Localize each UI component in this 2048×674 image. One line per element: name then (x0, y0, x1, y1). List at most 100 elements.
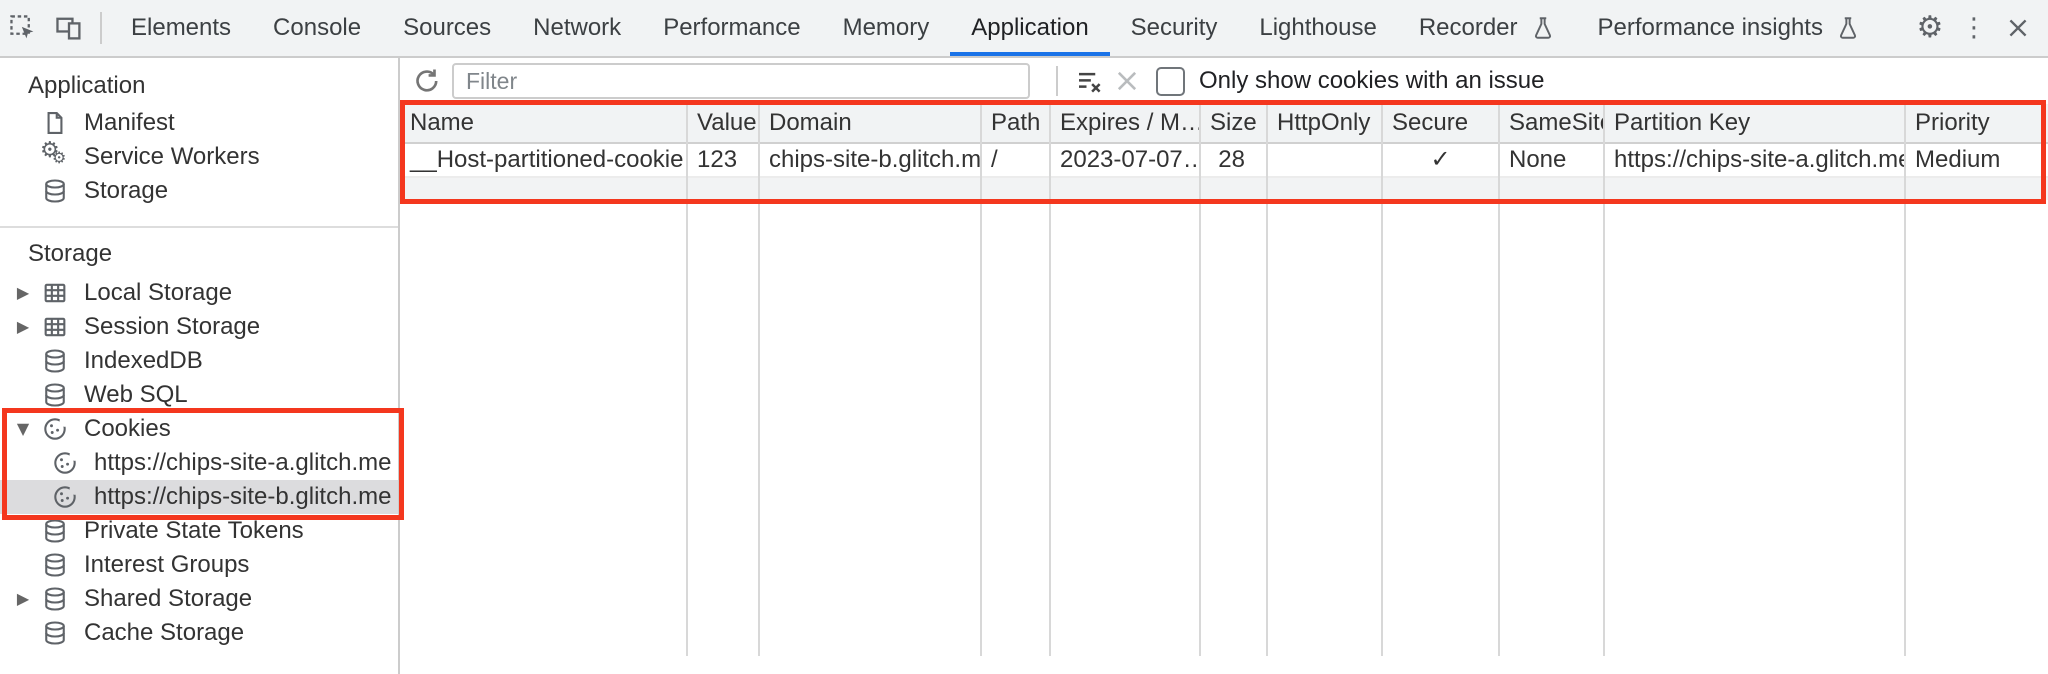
tabbar-separator (100, 12, 102, 44)
tab-console[interactable]: Console (252, 0, 382, 56)
device-toolbar-button[interactable] (46, 0, 92, 56)
settings-button[interactable]: ⚙ (1908, 13, 1952, 43)
only-issue-checkbox[interactable] (1156, 66, 1185, 96)
clear-all-cookies-button[interactable] (1070, 62, 1108, 100)
column-header-name[interactable]: Name (410, 109, 475, 136)
tab-application[interactable]: Application (950, 0, 1111, 56)
column-header-domain[interactable]: Domain (769, 109, 852, 136)
column-separator[interactable] (1904, 104, 1906, 656)
tab-recorder[interactable]: Recorder (1398, 0, 1577, 56)
experiment-flask-icon (1530, 15, 1556, 41)
expander-right-icon[interactable]: ▶ (16, 589, 30, 608)
inspect-cursor-icon (8, 13, 38, 43)
sidebar-item-label: Private State Tokens (84, 517, 304, 544)
cookie-cell-expires-m: 2023-07-07… (1060, 146, 1200, 173)
sidebar-item-label: Storage (84, 177, 169, 204)
sidebar-item-private-state-tokens[interactable]: Private State Tokens (0, 514, 398, 548)
delete-selected-button[interactable] (1108, 62, 1146, 100)
sidebar-item-cookies[interactable]: ▼Cookies (0, 412, 398, 446)
sidebar-item-service-workers[interactable]: ⚙⚙Service Workers (0, 138, 398, 174)
expander-right-icon[interactable]: ▶ (16, 283, 30, 302)
sidebar-item-storage[interactable]: Storage (0, 174, 398, 208)
column-separator[interactable] (980, 104, 982, 656)
delete-x-icon (1113, 67, 1141, 95)
database-icon (40, 584, 70, 614)
database-icon (40, 618, 70, 648)
cookies-panel: Only show cookies with an issue NameValu… (400, 58, 2048, 674)
column-separator[interactable] (758, 104, 760, 656)
sidebar-item-label: Local Storage (84, 279, 233, 306)
sidebar-section-divider (0, 226, 398, 228)
tab-performance[interactable]: Performance (642, 0, 821, 56)
sidebar-item-cache-storage[interactable]: Cache Storage (0, 616, 398, 650)
cookie-cell-secure: ✓ (1430, 146, 1451, 173)
sidebar-item-https-chips-site-b-glitch-me[interactable]: https://chips-site-b.glitch.me (0, 480, 398, 514)
close-devtools-button[interactable] (1996, 15, 2040, 41)
tab-label: Performance (663, 14, 801, 41)
column-header-size[interactable]: Size (1210, 109, 1257, 136)
tab-lighthouse[interactable]: Lighthouse (1238, 0, 1397, 56)
tab-security[interactable]: Security (1110, 0, 1239, 56)
cookies-table-header: Name Value Domain Path Expires / M… Size HttpO… (400, 104, 2048, 144)
more-options-button[interactable]: ⋮ (1952, 13, 1996, 43)
inspect-element-button[interactable] (0, 0, 46, 56)
tab-performance-insights[interactable]: Performance insights (1577, 0, 1882, 56)
sidebar-item-label: Cache Storage (84, 619, 245, 646)
tab-sources[interactable]: Sources (382, 0, 512, 56)
sidebar-item-indexeddb[interactable]: IndexedDB (0, 344, 398, 378)
tab-label: Memory (842, 14, 930, 41)
column-separator[interactable] (1603, 104, 1605, 656)
tab-memory[interactable]: Memory (822, 0, 951, 56)
tab-label: Network (533, 14, 622, 41)
cookie-cell-size: 28 (1218, 146, 1245, 173)
sidebar-item-label: IndexedDB (84, 347, 203, 374)
devtools-tabbar: Elements Console Sources Network Performance… (0, 0, 2048, 58)
sidebar-item-interest-groups[interactable]: Interest Groups (0, 548, 398, 582)
tab-label: Sources (403, 14, 492, 41)
tab-elements[interactable]: Elements (110, 0, 252, 56)
expander-down-icon[interactable]: ▼ (16, 419, 30, 438)
column-separator[interactable] (686, 104, 688, 656)
sidebar-item-session-storage[interactable]: ▶Session Storage (0, 310, 398, 344)
column-separator[interactable] (1266, 104, 1268, 656)
database-icon (40, 380, 70, 410)
tab-label: Security (1130, 14, 1218, 41)
column-header-value[interactable]: Value (697, 109, 757, 136)
tab-label: Console (273, 14, 362, 41)
column-header-httponly[interactable]: HttpOnly (1277, 109, 1371, 136)
column-separator[interactable] (1498, 104, 1500, 656)
sidebar-item-manifest[interactable]: Manifest (0, 106, 398, 140)
column-header-samesite[interactable]: SameSite (1509, 109, 1604, 136)
column-header-expires-m[interactable]: Expires / M… (1060, 109, 1200, 136)
sidebar-item-label: Service Workers (84, 143, 260, 170)
tab-strip: Elements Console Sources Network Performance… (110, 0, 1882, 56)
sidebar-item-https-chips-site-a-glitch-me[interactable]: https://chips-site-a.glitch.me (0, 446, 398, 480)
column-header-priority[interactable]: Priority (1915, 109, 1990, 136)
sidebar-section-title-storage: Storage (28, 240, 113, 267)
column-header-partition-key[interactable]: Partition Key (1614, 109, 1751, 136)
sidebar-item-shared-storage[interactable]: ▶Shared Storage (0, 582, 398, 616)
cookie-cell-samesite: None (1509, 146, 1567, 173)
toolbar-separator (1056, 66, 1058, 96)
tab-network[interactable]: Network (512, 0, 642, 56)
sidebar-item-web-sql[interactable]: Web SQL (0, 378, 398, 412)
database-icon (40, 516, 70, 546)
sidebar-item-local-storage[interactable]: ▶ Local Storage (0, 276, 398, 310)
column-separator[interactable] (1199, 104, 1201, 656)
filter-input[interactable] (452, 63, 1030, 99)
cookie-icon (50, 482, 80, 512)
column-header-path[interactable]: Path (991, 109, 1041, 136)
expander-right-icon[interactable]: ▶ (16, 317, 30, 336)
column-separator[interactable] (1049, 104, 1051, 656)
column-separator[interactable] (1381, 104, 1383, 656)
column-header-secure[interactable]: Secure (1392, 109, 1469, 136)
table-stripe-row (400, 178, 2048, 200)
file-icon (40, 108, 70, 138)
sidebar-item-label: https://chips-site-a.glitch.me (94, 449, 392, 476)
refresh-button[interactable] (408, 62, 446, 100)
three-dot-menu-icon: ⋮ (1961, 13, 1987, 43)
